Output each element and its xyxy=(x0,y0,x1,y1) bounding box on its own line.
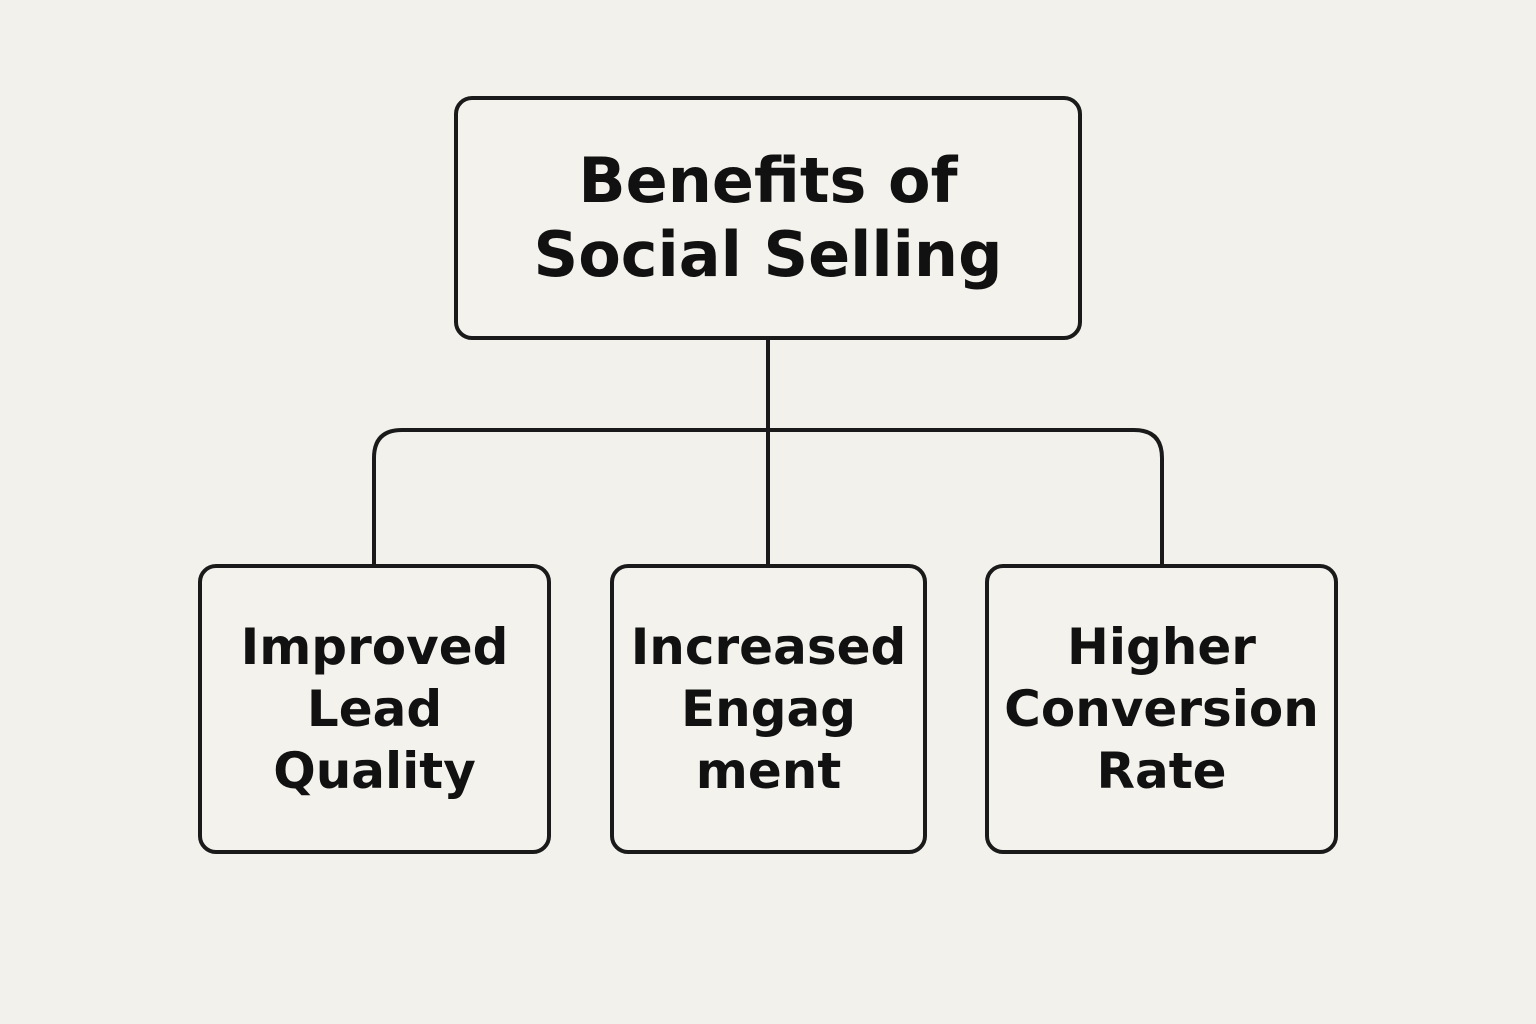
child-1-line-1: Improved xyxy=(240,618,509,676)
child-3-line-3: Rate xyxy=(1096,742,1227,800)
branch-connector xyxy=(372,428,1164,566)
child-1-line-2: Lead xyxy=(306,680,443,738)
root-title-line-2: Social Selling xyxy=(533,218,1003,291)
root-node-benefits-of-social-selling: Benefits of Social Selling xyxy=(454,96,1082,340)
child-2-line-3: ment xyxy=(695,742,842,800)
child-node-increased-engagement: Increased Engag ment xyxy=(610,564,927,854)
child-3-line-1: Higher xyxy=(1067,618,1256,676)
child-node-improved-lead-quality: Improved Lead Quality xyxy=(198,564,551,854)
child-1-line-3: Quality xyxy=(273,742,476,800)
child-2-line-1: Increased xyxy=(630,618,907,676)
child-node-higher-conversion-rate: Higher Conversion Rate xyxy=(985,564,1338,854)
child-3-line-2: Conversion xyxy=(1004,680,1319,738)
child-2-line-2: Engag xyxy=(680,680,857,738)
root-title-line-1: Benefits of xyxy=(578,144,958,217)
